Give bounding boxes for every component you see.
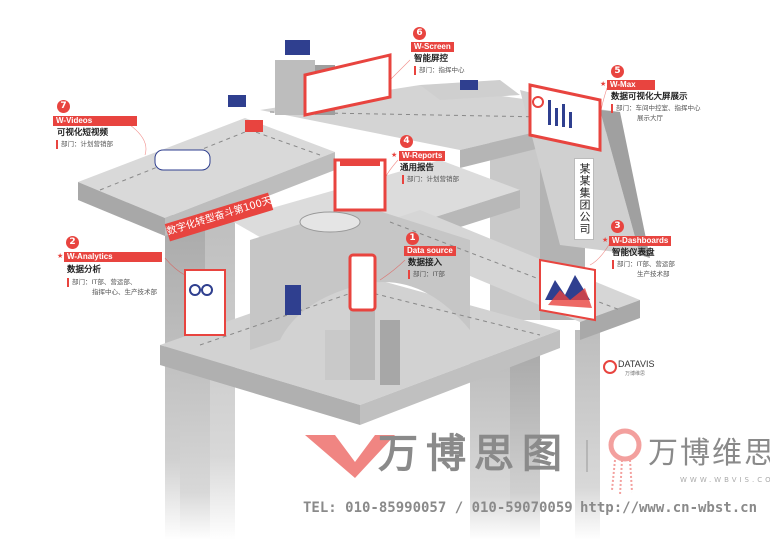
product-title: 数据接入	[408, 258, 443, 268]
step-number: 6	[413, 27, 426, 40]
data-source-phone	[348, 253, 377, 312]
product-tag[interactable]: W-Dashboards	[609, 236, 672, 246]
screens	[154, 40, 602, 336]
department: 部门：IT部	[408, 270, 445, 279]
department: 部门：IT部、营运部、	[67, 278, 136, 287]
department: 部门：指挥中心	[414, 66, 465, 75]
step-number: 5	[611, 65, 624, 78]
product-tag[interactable]: W-Max	[607, 80, 655, 90]
step-number: 7	[57, 100, 70, 113]
w-screen-display	[303, 53, 392, 117]
w-reports-panel	[333, 158, 387, 212]
leader-lines	[129, 59, 611, 281]
step-number: 1	[406, 232, 419, 245]
department: 部门：IT部、营运部	[612, 260, 675, 269]
star-icon: ★	[600, 80, 607, 88]
product-tag[interactable]: Data source	[404, 246, 456, 256]
department: 部门：车间中控室、指挥中心	[611, 104, 701, 113]
product-title: 数据可视化大屏展示	[611, 92, 688, 102]
product-title: 智能屏控	[414, 54, 449, 64]
star-icon: ★	[57, 252, 64, 260]
contact-phone: TEL: 010-85990057 / 010-59070059	[303, 500, 573, 516]
department-cont: 展示大厅	[637, 114, 663, 122]
department: 部门：计划营销部	[402, 175, 459, 184]
department-cont: 生产技术部	[637, 270, 670, 278]
product-title: 智能仪表盘	[612, 248, 655, 258]
company-sign: 某某集团公司	[574, 158, 594, 240]
product-title: 数据分析	[67, 265, 102, 275]
product-tag[interactable]: W-Reports	[399, 151, 446, 161]
star-icon: ★	[391, 151, 398, 159]
brand-wbvis-name: 万博维思	[648, 436, 770, 471]
w-analytics-panel	[184, 269, 226, 336]
brand-wbvis-url: WWW.WBVIS.COM	[680, 476, 770, 484]
department-cont: 指挥中心、生产技术部	[92, 288, 157, 296]
product-tag[interactable]: W-Screen	[411, 42, 454, 52]
star-icon: ★	[602, 236, 609, 244]
datavis-logo-icon	[603, 360, 617, 374]
website-link[interactable]: http://www.cn-wbst.cn	[580, 500, 758, 516]
brand-wbst-name: 万博思图	[378, 431, 570, 477]
step-number: 2	[66, 236, 79, 249]
product-tag[interactable]: W-Analytics	[64, 252, 162, 262]
product-title: 可视化短视频	[57, 128, 109, 138]
wbst-v-logo	[305, 435, 395, 478]
datavis-logo-text: DATAVIS	[618, 359, 655, 369]
product-tag[interactable]: W-Videos	[53, 116, 137, 126]
step-number: 3	[611, 220, 624, 233]
datavis-logo-subtext: 万博维思	[625, 371, 646, 377]
step-number: 4	[400, 135, 413, 148]
jellyfish-logo	[608, 428, 642, 496]
product-title: 通用报告	[400, 163, 435, 173]
upper-deck	[78, 80, 650, 425]
department: 部门：计划营销部	[56, 140, 113, 149]
